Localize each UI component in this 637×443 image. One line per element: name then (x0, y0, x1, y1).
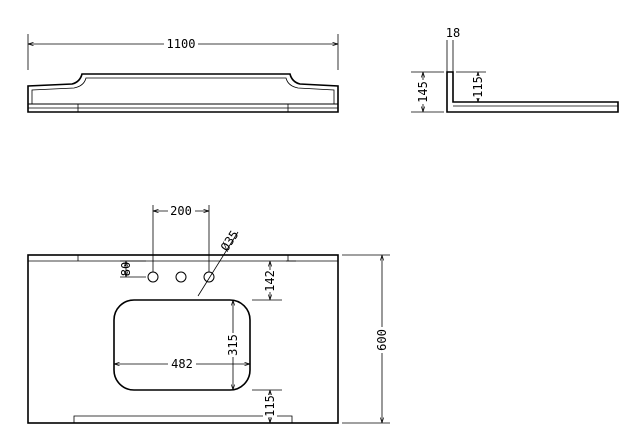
front-outline (27, 73, 339, 113)
label-bg (168, 357, 196, 371)
dim-label-overall-depth: 600 (375, 329, 389, 351)
dim-label-tap-offset: 80 (119, 262, 133, 276)
front-inner-outline (31, 77, 335, 104)
plan-front-edge (73, 415, 293, 423)
dim-label-front-width: 1100 (167, 37, 196, 51)
plan-view: 200 Ø35 80 142 315 482 115 600 (27, 204, 390, 424)
label-bg (416, 80, 430, 104)
plan-outline (27, 254, 339, 424)
dim-label-basin-height: 315 (226, 334, 240, 356)
basin-outline (113, 299, 251, 391)
dim-label-front-depth: 115 (263, 395, 277, 417)
dim-label-side-thickness: 18 (446, 26, 460, 40)
dim-label-basin-offset: 142 (263, 270, 277, 292)
label-bg (375, 327, 389, 353)
front-elevation: 1100 (27, 34, 339, 113)
label-bg (164, 36, 198, 50)
label-bg (168, 204, 195, 218)
label-bg (263, 270, 277, 292)
side-outline (446, 71, 619, 113)
dim-label-basin-width: 482 (171, 357, 193, 371)
side-elevation: 18 145 115 (411, 26, 619, 113)
dim-label-side-height: 145 (416, 81, 430, 103)
dim-label-tap-diameter: Ø35 (218, 228, 242, 254)
tap-hole-center (175, 271, 187, 283)
label-bg (226, 333, 240, 357)
label-bg (263, 395, 277, 417)
label-bg (471, 76, 485, 98)
dim-label-tap-spacing: 200 (170, 204, 192, 218)
dim-label-side-backsplash: 115 (471, 76, 485, 98)
tap-hole-left (147, 271, 159, 283)
leader-tap-diameter (197, 231, 239, 297)
